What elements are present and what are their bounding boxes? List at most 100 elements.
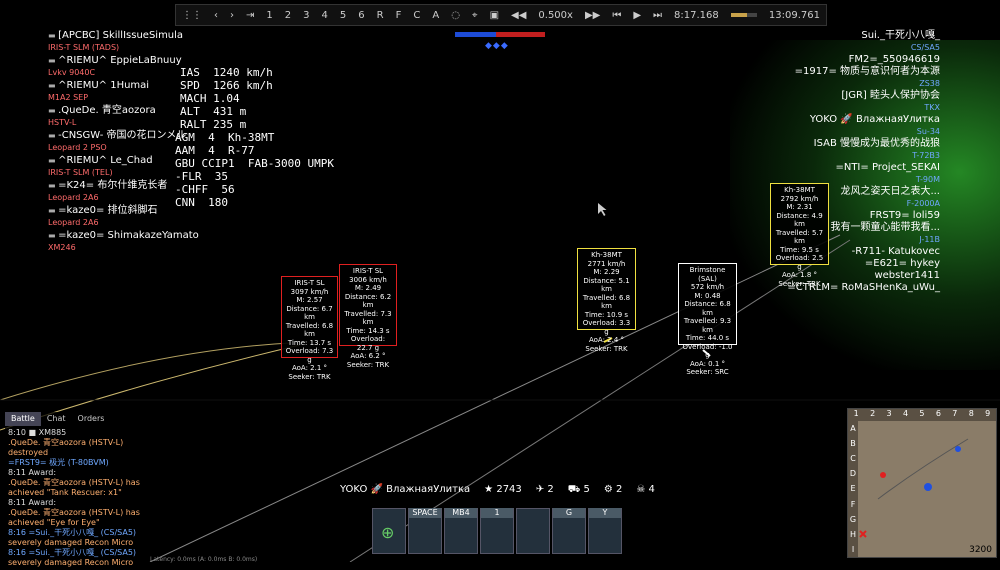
card-line: AoA: 2.1 ° (291, 364, 328, 372)
page-4[interactable]: 4 (321, 9, 328, 21)
fast-forward-icon[interactable]: ▶▶ (584, 9, 601, 21)
card-line: AoA: 6.2 ° (350, 352, 386, 360)
vehicle-name: ZS38 (919, 79, 940, 88)
next-icon[interactable]: › (230, 9, 234, 21)
enemy-player: -R711- Katukovec (730, 246, 940, 258)
cursor-toggle-icon[interactable]: ⌖ (471, 9, 478, 21)
player-name: [APCBC] SkillIssueSimula (48, 30, 238, 42)
page-c[interactable]: C (413, 9, 421, 21)
player-name: -CNSGW- 帝国の花ロンメル (48, 130, 238, 142)
card-line: Distance: 6.7 km (286, 304, 333, 322)
slot-g[interactable]: G (552, 508, 586, 554)
page-1[interactable]: 1 (266, 9, 273, 21)
slot-flare[interactable] (516, 508, 550, 554)
tab-battle[interactable]: Battle (5, 412, 41, 426)
page-f[interactable]: F (395, 9, 402, 21)
card-line: 3006 km/h (349, 275, 387, 284)
chat-line: .QueDe. 青空aozora (HSTV-L) has (8, 508, 140, 517)
vehicle-name: HSTV-L (48, 118, 77, 127)
slot-y[interactable]: Y (588, 508, 622, 554)
card-title: IRIS-T SL (352, 267, 384, 275)
minimap-row-label: A (850, 424, 856, 434)
cursor-icon (598, 203, 607, 216)
page-r[interactable]: R (376, 9, 384, 21)
card-line: Overload: 22.7 g (350, 335, 386, 352)
rewind-icon[interactable]: ◀◀ (511, 9, 527, 21)
card-line: 2771 km/h (587, 259, 626, 268)
menu-icon[interactable]: ⋮⋮ (182, 9, 202, 21)
chat-line: 8:10 ■ XM885 (8, 428, 67, 437)
enemy-player: 龙风之姿天日之表大...F-2000A (730, 186, 940, 210)
chat-log: 8:10 ■ XM885.QueDe. 青空aozora (HSTV-L) de… (5, 426, 155, 570)
camera-icon[interactable]: ▣ (489, 9, 500, 21)
card-title: Kh-38MT (784, 186, 815, 194)
minimap-col-label: 4 (902, 409, 909, 418)
chat-line: .QueDe. 青空aozora (HSTV-L) has (8, 478, 140, 487)
prev-icon[interactable]: ‹ (214, 9, 218, 21)
card-title: Brimstone (SAL) (689, 266, 726, 283)
player-name: =NTI= Project_SEKAI (835, 162, 940, 173)
minimap-row-label: E (850, 484, 856, 494)
vehicle-name: T-90M (915, 175, 940, 184)
page-5[interactable]: 5 (339, 9, 347, 21)
card-line: M: 2.57 (296, 296, 323, 304)
tab-orders[interactable]: Orders (77, 414, 105, 423)
card-line: Time: 44.0 s (685, 334, 730, 342)
slot-gun[interactable]: ⊕ (372, 508, 406, 554)
slot-space[interactable]: SPACE (408, 508, 442, 554)
slot-1[interactable]: 1 (480, 508, 514, 554)
deaths-value: 4 (648, 484, 655, 495)
enemy-player: FRST9= loli59 (730, 210, 940, 222)
player-name: =CTRLM= RoMaSHenKa_uWu_ (787, 282, 940, 293)
slot-mb4[interactable]: MB4 (444, 508, 478, 554)
page-a[interactable]: A (432, 9, 440, 21)
timeline-slider[interactable] (730, 13, 757, 17)
vehicle-name: IRIS-T SLM (TEL) (48, 168, 113, 177)
bulb-icon[interactable]: ◌ (451, 9, 460, 21)
page-2[interactable]: 2 (284, 9, 292, 21)
skip-icon[interactable]: ⇥ (246, 9, 255, 21)
tab-chat[interactable]: Chat (46, 414, 66, 423)
team-score-bar (455, 32, 545, 37)
card-line: Time: 13.7 s (287, 338, 332, 347)
card-line: Distance: 6.8 km (684, 300, 731, 317)
step-back-icon[interactable]: ⏮ (612, 9, 622, 21)
card-line: Distance: 4.9 km (776, 211, 823, 229)
objective-markers: ◆◆◆ (485, 41, 509, 51)
player-name: =kaze0= ShimakazeYamato (48, 230, 238, 242)
vehicle-name: Leopard 2A6 (48, 218, 99, 227)
weapon-line: AGM 4 Kh-38MT (175, 131, 275, 144)
ground-kills-icon: ⛟ 5 (567, 484, 590, 495)
chat-line: 8:16 =Sui._干死小八嘎_ (CS/SA5) (8, 528, 137, 537)
player-name: =K24= 布尔什维克长者 (48, 180, 238, 192)
ralt-readout: RALT 235 m (180, 118, 247, 131)
chat-line: severely damaged Recon Micro (8, 538, 134, 547)
play-icon[interactable]: ▶ (633, 9, 642, 21)
page-6[interactable]: 6 (358, 9, 365, 21)
chat-line: achieved "Eye for Eye" (8, 518, 100, 527)
replay-toolbar: ⋮⋮ ‹ › ⇥ 1 2 3 4 5 6 R F C A ◌ ⌖ ▣ ◀◀ 0.… (175, 4, 827, 26)
minimap-col-label: 8 (968, 409, 974, 418)
chat-line: achieved "Tank Rescuer: x1" (8, 488, 122, 497)
card-line: Distance: 6.2 km (344, 292, 392, 310)
card-line: Seeker: TRK (346, 360, 390, 369)
page-3[interactable]: 3 (303, 9, 310, 21)
vehicle-name: Leopard 2 PSO (48, 143, 107, 152)
card-line: Time: 10.9 s (584, 310, 629, 319)
player-name: ^RIEMU^ EppieLaBnuuy (48, 55, 238, 67)
chat-line: .QueDe. 青空aozora (HSTV-L) destroyed (8, 438, 124, 457)
timeline-fill (730, 13, 748, 17)
card-line: M: 2.29 (593, 268, 620, 276)
player-stats: YOKO 🚀 ВлажнаяУлитка ★ 2743 ✈ 2 ⛟ 5 ⚙ 2 … (340, 484, 655, 497)
weapon-line: CNN 180 (175, 196, 228, 209)
step-forward-icon[interactable]: ⏭ (653, 9, 663, 21)
minimap-col-label: 2 (870, 409, 876, 418)
player-name: FM2=_550946619 (848, 54, 940, 65)
